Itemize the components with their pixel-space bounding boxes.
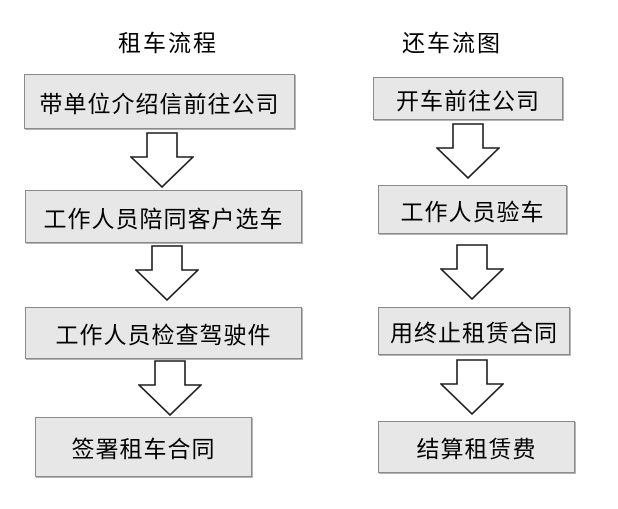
rental-flow-title: 租车流程 [118, 31, 218, 56]
rental-step-3-box: 工作人员检查驾驶件 [25, 307, 302, 359]
return-step-1-box: 开车前往公司 [373, 77, 563, 120]
return-flow-title: 还车流图 [402, 31, 502, 56]
return-step-2-box: 工作人员验车 [378, 185, 567, 234]
return-step-3-box: 用终止租赁合同 [378, 307, 570, 355]
down-arrow-icon [440, 244, 504, 300]
down-arrow-icon [440, 359, 504, 415]
rental-step-4-box: 签署租车合同 [35, 417, 252, 477]
rental-step-2-box: 工作人员陪同客户选车 [25, 190, 302, 243]
down-arrow-icon [138, 360, 202, 416]
down-arrow-icon [135, 245, 199, 301]
return-step-4-box: 结算租赁费 [378, 421, 575, 473]
down-arrow-icon [436, 123, 500, 179]
down-arrow-icon [130, 132, 194, 188]
rental-step-1-box: 带单位介绍信前往公司 [24, 74, 295, 129]
